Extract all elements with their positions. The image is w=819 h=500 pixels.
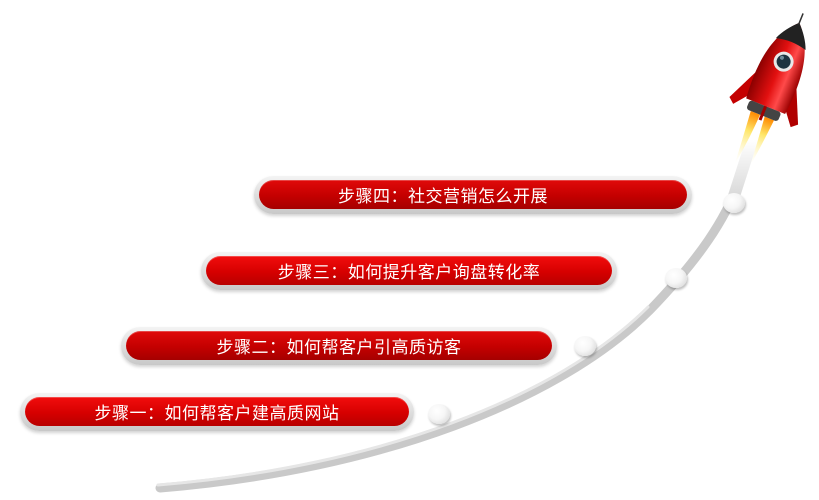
step-2-pill: 步骤二：如何帮客户引高质访客 bbox=[121, 327, 557, 365]
step-node-3 bbox=[665, 268, 687, 288]
step-4-pill: 步骤四：社交营销怎么开展 bbox=[254, 176, 692, 214]
step-4-label: 步骤四：社交营销怎么开展 bbox=[338, 187, 548, 207]
step-2-inner: 步骤二：如何帮客户引高质访客 bbox=[126, 331, 552, 360]
step-node-4 bbox=[723, 193, 745, 213]
step-3-label: 步骤三：如何提升客户询盘转化率 bbox=[277, 263, 541, 283]
step-1-pill: 步骤一：如何帮客户建高质网站 bbox=[20, 393, 414, 431]
rocket-icon bbox=[729, 13, 806, 165]
step-3-inner: 步骤三：如何提升客户询盘转化率 bbox=[206, 256, 612, 285]
step-1-inner: 步骤一：如何帮客户建高质网站 bbox=[25, 397, 409, 426]
step-1-label: 步骤一：如何帮客户建高质网站 bbox=[94, 404, 340, 424]
step-4-inner: 步骤四：社交营销怎么开展 bbox=[259, 180, 687, 209]
step-node-2 bbox=[574, 336, 596, 356]
step-node-1 bbox=[428, 404, 450, 424]
step-2-label: 步骤二：如何帮客户引高质访客 bbox=[216, 338, 462, 358]
step-3-pill: 步骤三：如何提升客户询盘转化率 bbox=[201, 252, 617, 290]
